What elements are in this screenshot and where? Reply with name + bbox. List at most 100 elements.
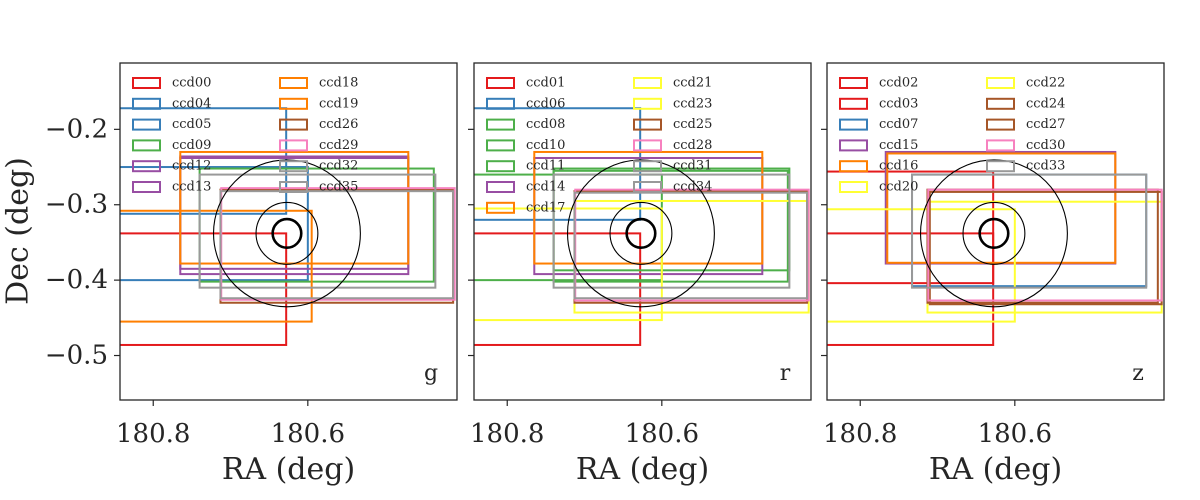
legend-swatch-ccd03: [839, 97, 868, 110]
target-circle: [255, 201, 319, 265]
legend-swatch-ccd28: [633, 139, 662, 152]
ccd-footprint-ccd23: [573, 199, 810, 314]
y-tick-label: −0.5: [45, 341, 108, 371]
ccd-footprint-ccd21: [474, 207, 663, 322]
legend-swatch-ccd29: [279, 139, 308, 152]
legend-swatch-ccd06: [486, 97, 515, 110]
x-tick-label: 180.6: [978, 419, 1052, 449]
legend-swatch-ccd17: [486, 201, 515, 214]
target-circle: [609, 201, 673, 265]
legend-swatch-ccd30: [986, 139, 1015, 152]
legend-swatch-ccd15: [839, 139, 868, 152]
y-tick-label: −0.3: [45, 190, 108, 220]
legend-label-ccd20: ccd20: [879, 180, 918, 195]
legend-swatch-ccd34: [633, 181, 662, 193]
legend-swatch-ccd23: [633, 97, 662, 110]
legend: ccd02 ccd03 ccd07 ccd15 ccd16 ccd20 ccd22 ccd24…: [839, 76, 1065, 195]
legend-label-ccd18: ccd18: [319, 76, 358, 91]
legend-swatch-ccd04: [132, 97, 161, 110]
y-axis-label: Dec (deg): [1, 157, 36, 305]
y-tick-label: −0.4: [45, 265, 108, 295]
legend-label-ccd35: ccd35: [319, 180, 358, 195]
target-circle: [566, 159, 715, 308]
ccd-footprints: [120, 107, 456, 346]
legend-label-ccd28: ccd28: [673, 138, 712, 153]
target-circle: [919, 159, 1068, 308]
legend-label-ccd32: ccd32: [319, 159, 358, 174]
target-circle: [978, 217, 1010, 249]
y-tick-label: −0.2: [45, 114, 108, 144]
legend-label-ccd15: ccd15: [879, 138, 918, 153]
legend-label-ccd03: ccd03: [879, 96, 918, 111]
legend-swatch-ccd01: [486, 77, 515, 89]
legend-swatch-ccd08: [486, 118, 515, 131]
legend-swatch-ccd19: [279, 97, 308, 110]
legend-label-ccd22: ccd22: [1026, 76, 1065, 91]
ccd-footprint-ccd16: [886, 152, 1117, 264]
ccd-footprint-ccd34: [573, 191, 809, 300]
legend-swatch-ccd02: [839, 77, 868, 89]
legend-swatch-ccd13: [132, 181, 161, 193]
legend-label-ccd19: ccd19: [319, 96, 358, 111]
legend-swatch-ccd20: [839, 181, 868, 193]
ccd-footprint-ccd31: [552, 173, 791, 289]
legend-label-ccd12: ccd12: [172, 159, 211, 174]
ccd-footprint-ccd35: [219, 190, 455, 300]
legend-swatch-ccd16: [839, 160, 868, 173]
legend-label-ccd29: ccd29: [319, 138, 358, 153]
legend-label-ccd13: ccd13: [172, 180, 211, 195]
target-circle: [271, 217, 303, 249]
legend-swatch-ccd11: [486, 160, 515, 173]
legend-label-ccd14: ccd14: [526, 180, 565, 195]
legend-label-ccd09: ccd09: [172, 138, 211, 153]
legend-label-ccd31: ccd31: [673, 159, 712, 174]
legend-label-ccd11: ccd11: [526, 159, 565, 174]
legend-label-ccd17: ccd17: [526, 200, 565, 215]
legend-swatch-ccd26: [279, 118, 308, 131]
x-tick-label: 180.8: [116, 419, 190, 449]
legend-swatch-ccd09: [132, 139, 161, 152]
target-circle: [625, 217, 657, 249]
band-label: z: [1132, 361, 1144, 386]
legend-swatch-ccd35: [279, 181, 308, 193]
ccd-footprints: [827, 150, 1163, 346]
ccd-footprint-ccd20: [827, 208, 1016, 323]
ccd-footprint-ccd26: [219, 188, 455, 304]
legend-label-ccd16: ccd16: [879, 159, 918, 174]
legend-label-ccd04: ccd04: [172, 96, 211, 111]
legend-label-ccd30: ccd30: [1026, 138, 1065, 153]
ccd-footprint-ccd33: [911, 173, 1148, 289]
legend-label-ccd10: ccd10: [526, 138, 565, 153]
legend-swatch-ccd00: [132, 77, 161, 89]
legend-label-ccd08: ccd08: [526, 117, 565, 132]
legend-label-ccd07: ccd07: [879, 117, 918, 132]
legend-label-ccd24: ccd24: [1026, 96, 1065, 111]
legend-swatch-ccd12: [132, 160, 161, 173]
axes-frame: [119, 62, 458, 401]
x-axis-label: RA (deg): [576, 452, 709, 487]
legend-label-ccd01: ccd01: [526, 76, 565, 91]
legend-label-ccd02: ccd02: [879, 76, 918, 91]
x-axis-label: RA (deg): [222, 452, 355, 487]
x-tick-label: 180.8: [470, 419, 544, 449]
x-tick-label: 180.8: [823, 419, 897, 449]
legend-swatch-ccd14: [486, 181, 515, 193]
ccd-footprint-ccd18: [120, 209, 313, 323]
x-tick-label: 180.6: [625, 419, 699, 449]
legend-label-ccd26: ccd26: [319, 117, 358, 132]
band-label: r: [780, 361, 791, 386]
legend-swatch-ccd22: [986, 77, 1015, 89]
legend-label-ccd21: ccd21: [673, 76, 712, 91]
legend-swatch-ccd27: [986, 118, 1015, 131]
legend-swatch-ccd07: [839, 118, 868, 131]
ccd-footprint-ccd13: [179, 155, 410, 270]
legend-swatch-ccd32: [279, 160, 308, 173]
legend-swatch-ccd24: [986, 97, 1015, 110]
legend-swatch-ccd18: [279, 77, 308, 89]
target-circle: [212, 159, 361, 308]
ccd-footprints: [474, 107, 810, 346]
